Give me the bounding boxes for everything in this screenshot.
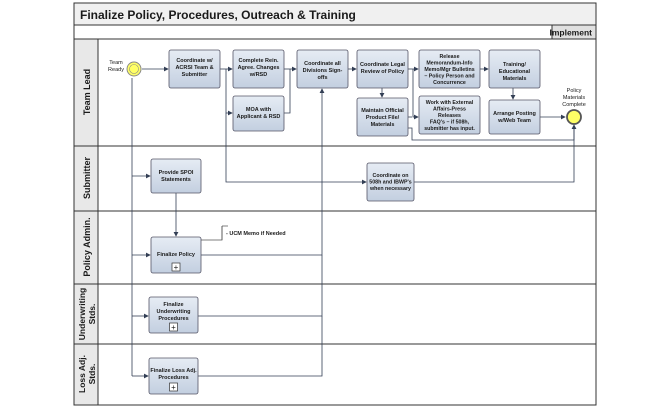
task-finalize-policy[interactable]: Finalize Policy +: [150, 236, 202, 274]
plus-icon: +: [171, 323, 176, 332]
svg-text:Finalize Loss Adj.Procedures: Finalize Loss Adj.Procedures: [150, 368, 197, 381]
lane-label-loss-adj: Loss Adj.Stds.: [77, 355, 97, 393]
phase-label: Implement: [549, 28, 592, 38]
plus-icon: +: [174, 263, 179, 272]
lane-label-team-lead: Team Lead: [82, 69, 92, 115]
lane-label-submitter: Submitter: [82, 157, 92, 200]
subprocess-marker: [169, 382, 178, 392]
phase-bar: [73, 24, 597, 40]
lane-label-policy-admin: Policy Admin.: [82, 217, 92, 276]
subprocess-marker: [171, 262, 181, 272]
plus-icon: +: [171, 383, 176, 392]
subprocess-marker: [169, 322, 178, 332]
task-coordinate-acrsi[interactable]: Coordinate w/ACRSI Team &Submitter: [168, 49, 221, 89]
diagram-title: Finalize Policy, Procedures, Outreach & …: [80, 8, 356, 22]
annotation-text: - UCM Memo if Needed: [226, 231, 286, 237]
task-finalize-loss[interactable]: Finalize Loss Adj.Procedures +: [148, 357, 199, 395]
svg-text:Coordinate w/ACRSI Team &Submi: Coordinate w/ACRSI Team &Submitter: [175, 58, 213, 78]
svg-text:Finalize Policy: Finalize Policy: [157, 252, 196, 258]
annotation-ucm-memo: - UCM Memo if Needed: [200, 225, 286, 241]
lane-label-underwriting: UnderwritingStds.: [77, 288, 97, 340]
lane-submitter: Submitter: [73, 145, 597, 212]
flow-connectors: [131, 66, 577, 379]
